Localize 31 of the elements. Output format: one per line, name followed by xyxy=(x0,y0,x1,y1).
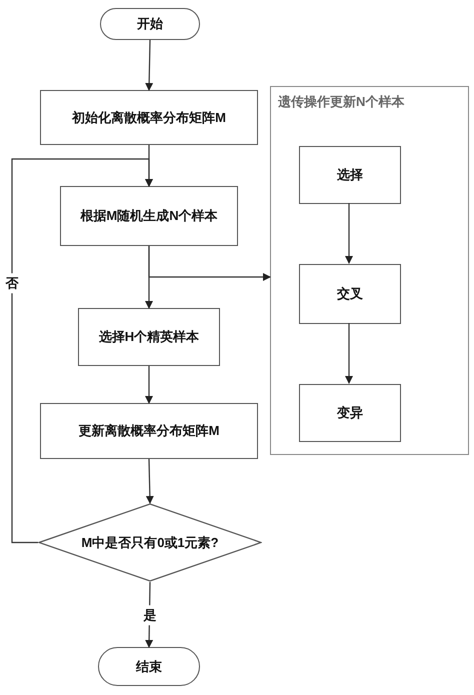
process-box xyxy=(299,384,401,442)
step-text: 变异 xyxy=(337,404,363,422)
arrow xyxy=(148,246,271,281)
edge-label: 是 xyxy=(142,605,158,625)
decision-text: M中是否只有0或1元素? xyxy=(81,534,219,552)
step-text: 根据M随机生成N个样本 xyxy=(80,207,218,226)
step-text: 结束 xyxy=(136,658,162,676)
process-box xyxy=(60,186,238,246)
decision-diamond xyxy=(38,503,262,582)
arrow xyxy=(345,203,353,264)
step-text: 更新离散概率分布矩阵M xyxy=(78,422,220,440)
step-text: 选择 xyxy=(337,166,363,184)
step-text: 开始 xyxy=(137,15,163,34)
group-heading: 遗传操作更新N个样本 xyxy=(278,93,404,111)
process-box xyxy=(299,146,401,204)
process-box xyxy=(299,264,401,324)
group-box xyxy=(270,86,469,455)
step-text: 交叉 xyxy=(337,285,363,304)
edge-label: 否 xyxy=(4,273,20,293)
process-box xyxy=(40,403,258,459)
arrow xyxy=(345,323,353,384)
process-box xyxy=(78,308,220,366)
terminal-rounded-box xyxy=(98,647,200,686)
process-box xyxy=(40,90,258,145)
arrow xyxy=(146,458,154,504)
step-text: 选择H个精英样本 xyxy=(98,328,200,346)
arrow xyxy=(145,40,154,91)
arrow xyxy=(11,158,153,544)
arrow xyxy=(145,366,153,404)
terminal-rounded-box xyxy=(100,8,200,40)
step-text: 初始化离散概率分布矩阵M xyxy=(72,108,226,127)
